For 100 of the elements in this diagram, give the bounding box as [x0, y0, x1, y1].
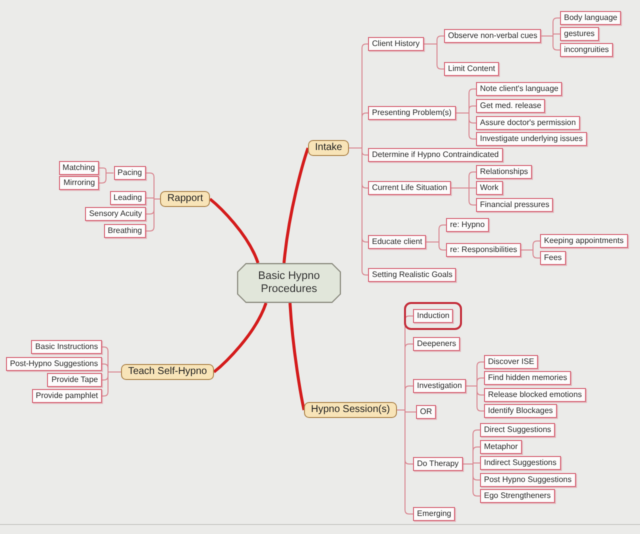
subtopic-label: Pacing	[118, 167, 142, 179]
branch-line	[282, 148, 310, 264]
subtopic-label: Discover ISE	[488, 356, 534, 368]
connector-line	[540, 36, 560, 50]
subtopic-box	[368, 106, 456, 120]
subtopic-box	[480, 473, 576, 487]
subtopic-box	[480, 489, 555, 503]
subtopic-box	[480, 440, 522, 454]
branch-topic-label: Hypno Session(s)	[311, 403, 390, 417]
subtopic-label: Breathing	[108, 225, 142, 237]
subtopic-label: Mirroring	[63, 177, 95, 189]
branch-topic-box	[160, 191, 210, 207]
subtopic-label: Body language	[564, 12, 618, 24]
subtopic-box	[114, 166, 146, 180]
subtopic-box	[368, 268, 456, 282]
subtopic-box	[47, 373, 102, 387]
connector-line	[450, 188, 476, 206]
connector-line	[455, 112, 476, 140]
subtopic-box	[484, 355, 538, 369]
subtopic-box	[413, 507, 456, 521]
subtopic-label: Induction	[417, 310, 450, 322]
subtopic-box	[540, 234, 628, 248]
subtopic-box	[476, 198, 554, 212]
subtopic-label: Find hidden memories	[488, 372, 568, 384]
subtopic-box	[446, 218, 489, 232]
connector-line	[98, 172, 114, 184]
subtopic-label: Ego Strengtheners	[484, 490, 551, 502]
subtopic-label: Identify Blockages	[488, 405, 553, 417]
subtopic-box	[484, 404, 557, 418]
subtopic-label: Indirect Suggestions	[484, 457, 556, 469]
subtopic-label: Post-Hypno Suggestions	[10, 358, 98, 370]
subtopic-label: Investigate underlying issues	[480, 133, 583, 145]
subtopic-label: Determine if Hypno Contraindicated	[372, 149, 499, 161]
subtopic-box	[540, 251, 566, 265]
subtopic-label: Provide Tape	[51, 374, 98, 386]
connector-line	[520, 250, 540, 258]
subtopic-box	[6, 357, 102, 371]
subtopic-box	[32, 389, 102, 403]
subtopic-label: Setting Realistic Goals	[372, 269, 452, 281]
subtopic-label: Deepeners	[417, 338, 456, 350]
subtopic-label: re: Responsibilities	[450, 244, 518, 256]
subtopic-box	[368, 37, 424, 51]
subtopic-box	[480, 456, 560, 470]
subtopic-label: Basic Instructions	[35, 341, 98, 353]
subtopic-box	[104, 224, 146, 238]
branch-line	[209, 198, 260, 264]
connector-line	[396, 410, 414, 514]
subtopic-box	[368, 181, 452, 195]
subtopic-box	[476, 99, 546, 113]
subtopic-label: Limit Content	[448, 63, 496, 75]
subtopic-label: Presenting Problem(s)	[372, 107, 452, 119]
subtopic-label: Metaphor	[484, 441, 518, 453]
subtopic-label: Post Hypno Suggestions	[484, 474, 572, 486]
subtopic-box	[476, 82, 562, 96]
subtopic-box	[560, 11, 622, 25]
subtopic-label: Direct Suggestions	[484, 424, 552, 436]
branch-line	[288, 302, 306, 410]
connector-line	[465, 386, 484, 412]
central-topic-label: Basic Hypno Procedures	[257, 270, 321, 296]
subtopic-box	[476, 132, 587, 146]
subtopic-box	[476, 116, 580, 130]
subtopic-label: Investigation	[417, 380, 462, 392]
subtopic-label: Educate client	[372, 236, 422, 248]
subtopic-label: Emerging	[417, 508, 452, 520]
branch-line	[213, 302, 268, 374]
subtopic-box	[59, 176, 99, 190]
subtopic-box	[413, 309, 454, 323]
subtopic-label: Matching	[62, 162, 95, 174]
subtopic-label: Work	[480, 182, 499, 194]
subtopic-label: Assure doctor's permission	[480, 117, 576, 129]
subtopic-box	[110, 191, 146, 205]
subtopic-box	[560, 27, 599, 41]
connector-line	[146, 198, 161, 232]
subtopic-label: OR	[420, 406, 432, 418]
subtopic-label: incongruities	[564, 44, 609, 56]
subtopic-label: Provide pamphlet	[36, 390, 98, 402]
connector-line	[348, 148, 368, 276]
subtopic-label: Current Life Situation	[372, 182, 448, 194]
subtopic-box	[484, 371, 572, 385]
branch-topic-box	[121, 364, 214, 380]
subtopic-box	[368, 148, 503, 162]
subtopic-label: gestures	[564, 28, 595, 40]
subtopic-label: Do Therapy	[417, 458, 459, 470]
subtopic-box	[85, 207, 146, 221]
central-topic-octagon	[237, 263, 341, 303]
connector-line	[102, 372, 122, 396]
branch-topic-label: Intake	[315, 141, 342, 155]
subtopic-label: Sensory Acuity	[89, 208, 142, 220]
subtopic-box	[413, 379, 466, 393]
subtopic-label: Release blocked emotions	[488, 389, 582, 401]
subtopic-label: Client History	[372, 38, 420, 50]
subtopic-box	[480, 423, 556, 437]
subtopic-box	[416, 405, 436, 419]
subtopic-label: re: Hypno	[450, 219, 485, 231]
subtopic-label: Fees	[544, 252, 562, 264]
branch-topic-box	[304, 402, 397, 418]
branch-topic-label: Rapport	[167, 192, 203, 206]
subtopic-label: Financial pressures	[480, 199, 550, 211]
subtopic-box	[444, 62, 500, 76]
subtopic-box	[560, 43, 613, 57]
